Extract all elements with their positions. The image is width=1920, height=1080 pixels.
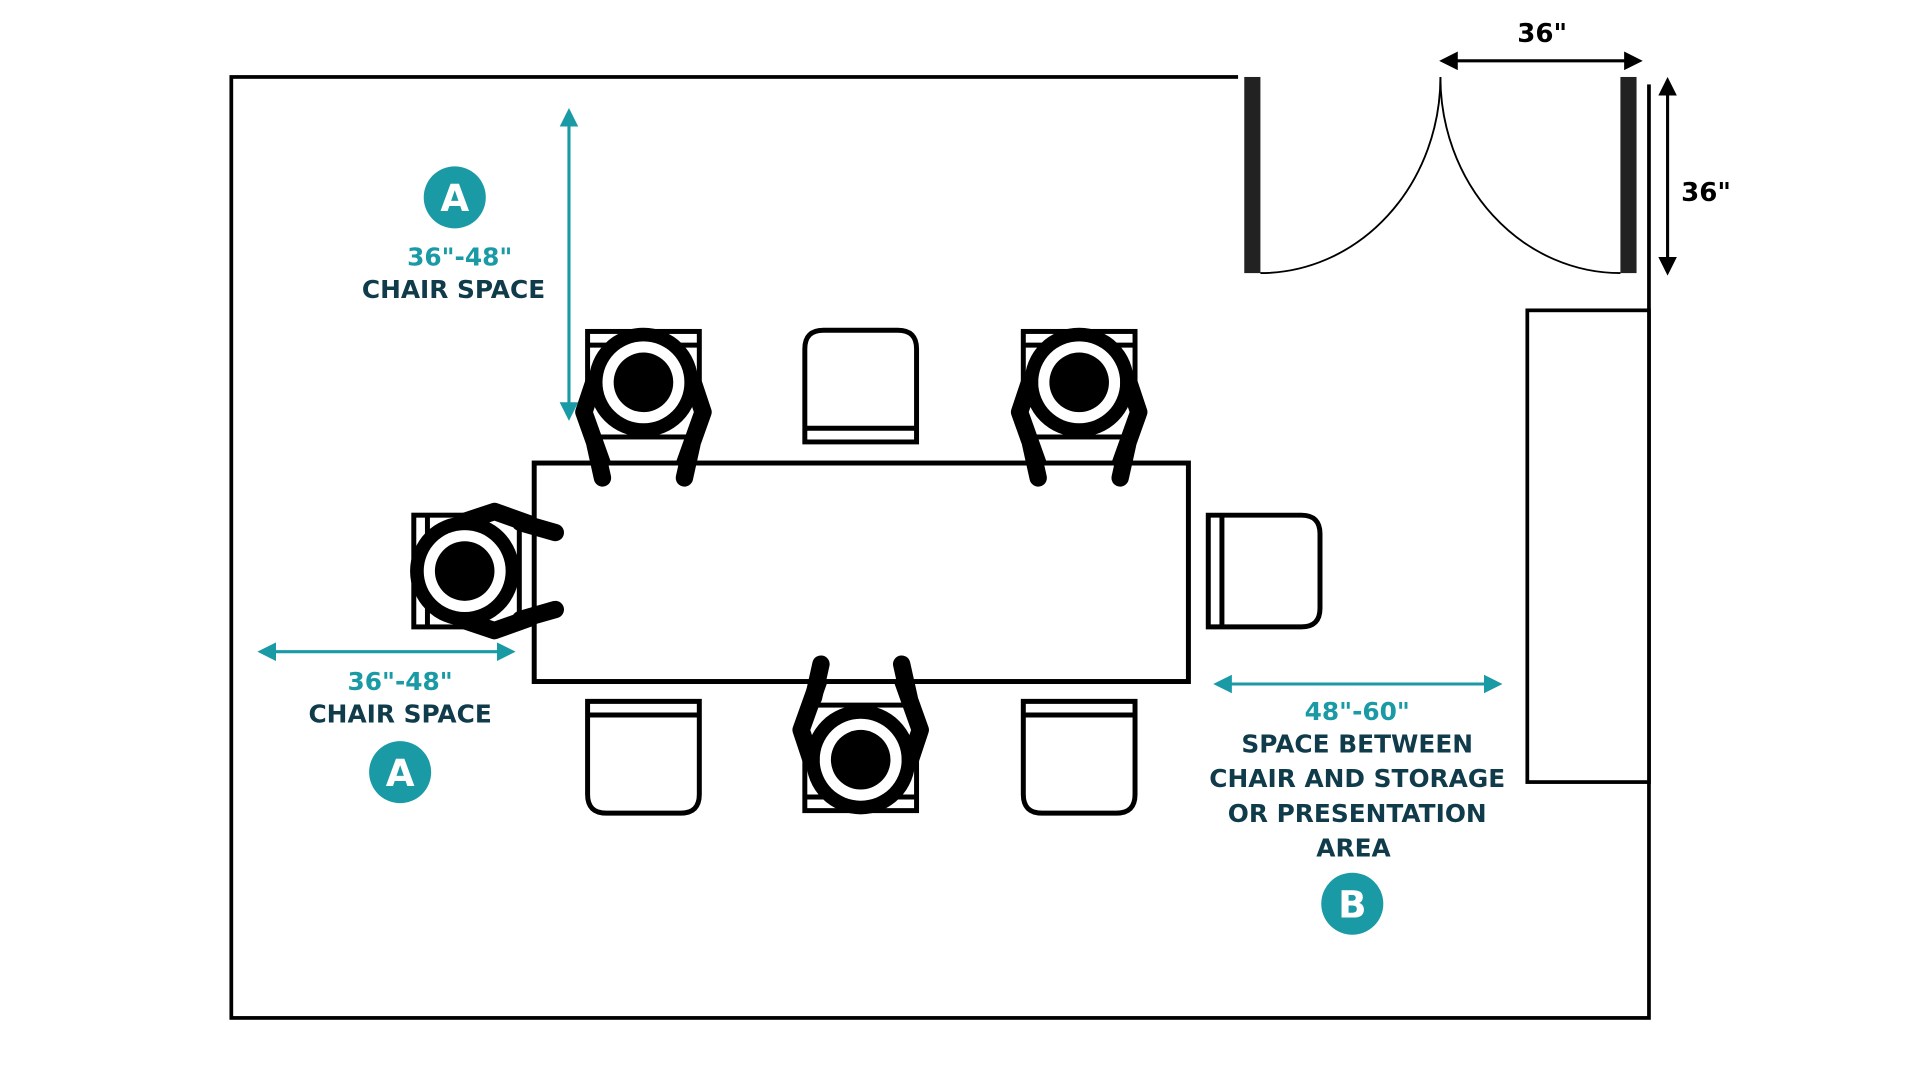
storage-clearance-caption-line: SPACE BETWEEN [1241,729,1473,758]
door-swing-left [1260,76,1442,275]
door-swing-right [1439,76,1621,275]
door-depth-label: 36" [1681,178,1731,208]
top-chair-space-range: 36"-48" [407,243,512,272]
top-chair-space-caption: CHAIR SPACE [362,275,545,304]
door-leaf-left [1244,76,1261,274]
chair-right-end-empty [1208,515,1320,627]
door-leaf-right [1620,76,1637,274]
chair-top-middle-empty [805,330,917,442]
badge-a-top-letter: A [440,176,469,220]
storage-cabinet [1525,308,1651,784]
storage-clearance-caption-line: OR PRESENTATION [1228,799,1487,828]
storage-clearance-range: 48"-60" [1305,697,1410,726]
storage-clearance-caption-line: AREA [1316,834,1391,863]
storage-clearance-caption-line: CHAIR AND STORAGE [1209,764,1505,793]
chair-bottom-right-empty [1023,701,1135,813]
badge-a-top: A [423,166,486,229]
conference-table [531,460,1191,684]
badge-a-left: A [369,741,432,804]
badge-b-letter: B [1338,882,1366,926]
door-width-label: 36" [1517,19,1567,49]
left-chair-space-caption: CHAIR SPACE [308,699,491,728]
double-door [1238,72,1656,275]
chair-bottom-left-empty [588,701,700,813]
badge-a-left-letter: A [386,751,415,795]
left-chair-space-range: 36"-48" [348,667,453,696]
arms-on-table [511,435,1137,707]
badge-b: B [1321,872,1384,935]
